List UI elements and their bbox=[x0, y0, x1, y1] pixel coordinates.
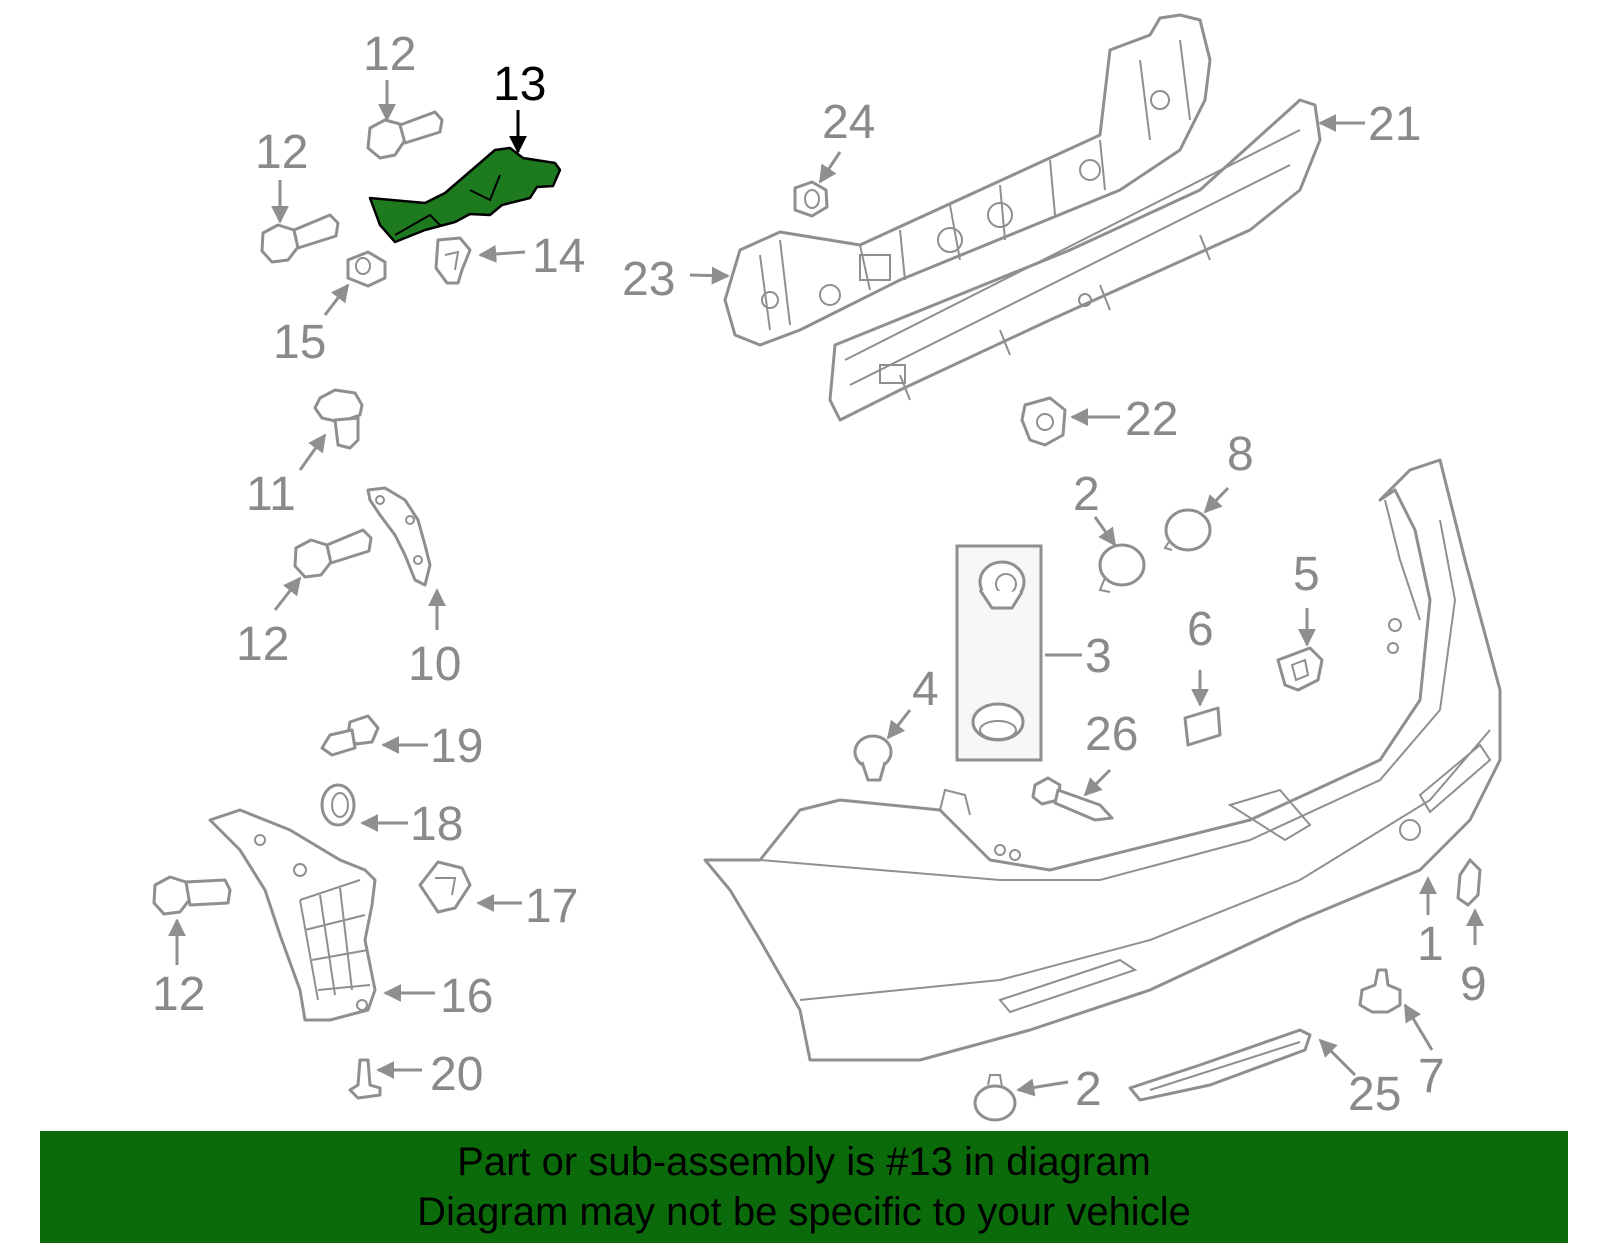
screw-26 bbox=[1031, 776, 1114, 822]
label-2: 2 bbox=[1075, 1063, 1102, 1116]
label-12: 12 bbox=[236, 618, 289, 671]
label-23: 23 bbox=[622, 253, 675, 306]
bolt-12-upper-left bbox=[260, 213, 340, 264]
label-6 bbox=[1183, 706, 1222, 747]
clip-5 bbox=[1276, 646, 1324, 692]
clip-2-upper bbox=[1098, 543, 1146, 593]
label-21: 21 bbox=[1368, 98, 1421, 151]
label-6: 6 bbox=[1187, 603, 1214, 656]
clip-22 bbox=[1020, 396, 1067, 447]
push-pin-20 bbox=[348, 1058, 382, 1100]
label-26: 26 bbox=[1085, 708, 1138, 761]
cap-9 bbox=[1456, 858, 1482, 907]
label-8: 8 bbox=[1227, 428, 1254, 481]
clip-17 bbox=[418, 860, 472, 914]
label-12: 12 bbox=[255, 126, 308, 179]
bolt-12-mid-left bbox=[293, 528, 373, 579]
label-12: 12 bbox=[152, 968, 205, 1021]
reflector-25 bbox=[1128, 1028, 1312, 1102]
label-14: 14 bbox=[532, 230, 585, 283]
energy-absorber-21 bbox=[828, 98, 1322, 422]
push-clip-11 bbox=[313, 388, 364, 450]
label-9: 9 bbox=[1460, 958, 1487, 1011]
label-19: 19 bbox=[430, 720, 483, 773]
screw-7 bbox=[1358, 968, 1402, 1014]
bracket-10 bbox=[366, 486, 432, 587]
bolt-12-top bbox=[366, 110, 444, 160]
label-17: 17 bbox=[525, 880, 578, 933]
grommet-18 bbox=[320, 783, 356, 827]
cap-8 bbox=[1163, 508, 1212, 552]
clip-14 bbox=[434, 236, 472, 285]
bumper-cover-1 bbox=[703, 458, 1502, 1062]
label-10: 10 bbox=[408, 638, 461, 691]
banner-line-2: Diagram may not be specific to your vehi… bbox=[417, 1190, 1191, 1234]
callout-labels: 13 12 12 14 15 24 21 23 22 11 12 10 19 1… bbox=[152, 28, 1487, 1121]
nut-24 bbox=[793, 180, 829, 218]
label-2: 2 bbox=[1073, 468, 1100, 521]
screw-19 bbox=[320, 714, 380, 757]
label-7: 7 bbox=[1418, 1050, 1445, 1103]
bracket-13 bbox=[368, 146, 562, 244]
info-banner: Part or sub-assembly is #13 in diagram D… bbox=[40, 1131, 1568, 1243]
banner-line-1: Part or sub-assembly is #13 in diagram bbox=[457, 1140, 1151, 1184]
label-20: 20 bbox=[430, 1048, 483, 1101]
clip-4 bbox=[853, 734, 893, 782]
label-12: 12 bbox=[363, 28, 416, 81]
label-3: 3 bbox=[1085, 630, 1112, 683]
label-18: 18 bbox=[410, 798, 463, 851]
reinforcement-beam-23 bbox=[723, 13, 1212, 347]
spacer-15 bbox=[346, 250, 387, 288]
clip-kit-3 bbox=[955, 544, 1043, 762]
label-11: 11 bbox=[246, 468, 296, 521]
clip-2-lower bbox=[973, 1074, 1017, 1122]
label-5: 5 bbox=[1293, 548, 1320, 601]
label-1: 1 bbox=[1417, 918, 1444, 971]
side-bracket-16 bbox=[208, 808, 377, 1022]
label-13: 13 bbox=[493, 58, 546, 111]
label-15: 15 bbox=[273, 316, 326, 369]
label-16: 16 bbox=[440, 970, 493, 1023]
label-22: 22 bbox=[1125, 393, 1178, 446]
label-25: 25 bbox=[1348, 1068, 1401, 1121]
label-24: 24 bbox=[822, 96, 875, 149]
label-4: 4 bbox=[912, 663, 939, 716]
leader-lines bbox=[168, 80, 1484, 1097]
bolt-12-lower-left bbox=[152, 875, 232, 916]
